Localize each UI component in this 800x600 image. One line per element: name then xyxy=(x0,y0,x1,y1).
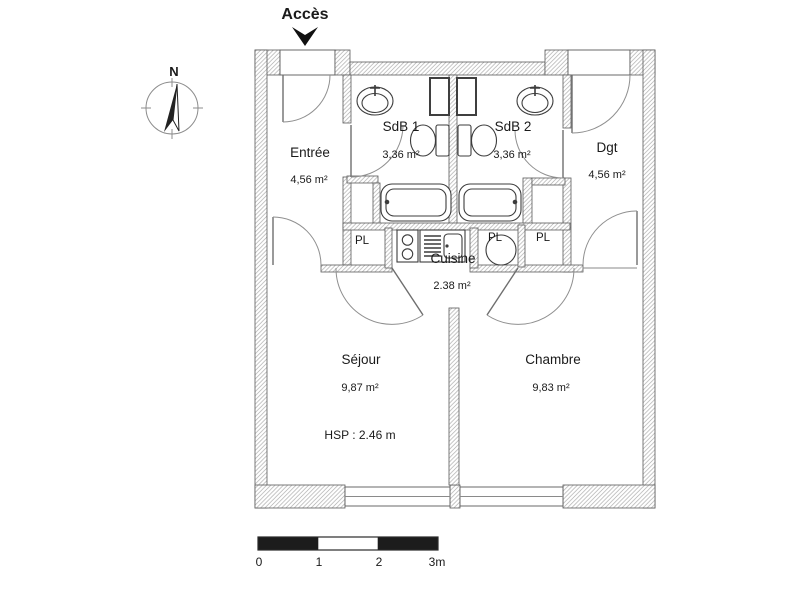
closet-label-1: PL xyxy=(355,235,370,247)
compass-needle-icon xyxy=(164,84,177,132)
wall-tub1-left xyxy=(372,182,381,229)
duct-right xyxy=(456,77,477,116)
wall-sejour-chambre xyxy=(448,307,460,486)
closet-label-3: PL xyxy=(536,232,551,244)
hsp-label: HSP : 2.46 m xyxy=(324,428,395,442)
room-label-sejour: Séjour xyxy=(341,352,381,367)
compass-needle-outline xyxy=(172,83,180,132)
wall-entree-sdb1-upper xyxy=(342,74,352,124)
wall-left xyxy=(254,49,268,509)
entrance-recess xyxy=(279,49,336,76)
wall-bottom-left xyxy=(254,484,346,509)
room-area-cuisine: 2.38 m² xyxy=(433,280,471,292)
wall-bottom-right xyxy=(562,484,656,509)
wall-bath-strip xyxy=(342,222,571,231)
room-area-sdb1: 3,36 m² xyxy=(382,149,420,161)
room-labels: Entrée 4,56 m² SdB 1 3,36 m² SdB 2 3,36 … xyxy=(290,119,626,442)
toilet-1-icon xyxy=(409,124,450,157)
bathtub-2-icon xyxy=(458,183,522,222)
access-arrow-icon xyxy=(292,27,318,46)
compass-north-label: N xyxy=(169,64,178,79)
wall-top-mid xyxy=(349,61,546,76)
scale-tick-2: 2 xyxy=(376,555,383,569)
wall-washer-right xyxy=(517,224,526,268)
room-label-sdb2: SdB 2 xyxy=(495,119,532,134)
doors xyxy=(272,74,638,325)
interior-walls xyxy=(320,74,584,486)
scale-segment-3 xyxy=(377,536,439,551)
room-label-sdb1: SdB 1 xyxy=(383,119,420,134)
window-sejour xyxy=(344,486,451,507)
room-area-dgt: 4,56 m² xyxy=(588,169,626,181)
washing-machine-icon xyxy=(485,234,517,266)
scale-segment-1 xyxy=(257,536,319,551)
wall-sdb2-dgt-upper xyxy=(562,74,572,129)
door-entree-sejour xyxy=(272,216,322,266)
scale-frame xyxy=(257,536,439,551)
toilet-2-icon xyxy=(457,124,498,157)
room-area-sdb2: 3,36 m² xyxy=(493,149,531,161)
washbasin-2-icon xyxy=(516,85,554,116)
wall-top-a xyxy=(334,49,351,76)
shafts xyxy=(429,77,477,116)
wall-kitchen-right xyxy=(469,227,479,269)
door-dgt-chambre xyxy=(582,210,638,269)
wall-top-b xyxy=(544,49,569,76)
washbasin-1-icon xyxy=(356,85,394,116)
duct-left xyxy=(429,77,450,116)
wall-tub2-right xyxy=(522,177,533,229)
access-label: Accès xyxy=(281,6,328,23)
room-area-chambre: 9,83 m² xyxy=(532,382,570,394)
scale-tick-1: 1 xyxy=(316,555,323,569)
compass-ticks xyxy=(141,78,203,139)
scale-bar: 0 1 2 3m xyxy=(256,536,446,569)
bathtub-1-icon xyxy=(380,183,452,222)
room-area-entree: 4,56 m² xyxy=(290,174,328,186)
wall-hall-right xyxy=(469,264,584,273)
door-dgt-top xyxy=(571,74,631,134)
door-kitchen-chambre xyxy=(486,267,575,325)
scale-tick-0: 0 xyxy=(256,555,263,569)
compass: N xyxy=(141,64,203,139)
door-entrance xyxy=(282,74,331,123)
kitchen-sink-icon xyxy=(419,229,466,263)
door-kitchen-sejour xyxy=(335,267,424,325)
room-label-dgt: Dgt xyxy=(596,140,617,155)
wall-bottom-mid xyxy=(449,484,461,509)
access-marker: Accès xyxy=(281,6,329,46)
wall-sdb2-alcove-cap xyxy=(531,177,566,186)
room-label-cuisine: Cuisine xyxy=(430,251,475,266)
scale-tick-3: 3m xyxy=(429,555,446,569)
room-label-chambre: Chambre xyxy=(525,352,581,367)
fixtures xyxy=(356,85,554,266)
wall-entree-sdb1-lower xyxy=(342,176,352,266)
room-area-sejour: 9,87 m² xyxy=(341,382,379,394)
windows xyxy=(344,486,564,507)
wall-kitchen-left xyxy=(384,227,393,269)
cooktop-icon xyxy=(396,229,419,263)
exterior-walls xyxy=(254,49,656,509)
wall-hall-left xyxy=(320,264,393,273)
window-chambre xyxy=(459,486,564,507)
door-sdb2 xyxy=(514,129,564,179)
wall-right xyxy=(642,49,656,509)
room-label-entree: Entrée xyxy=(290,145,330,160)
door-sdb1 xyxy=(350,124,404,178)
closet-label-2: PL xyxy=(488,232,503,244)
dgt-recess xyxy=(567,49,631,76)
